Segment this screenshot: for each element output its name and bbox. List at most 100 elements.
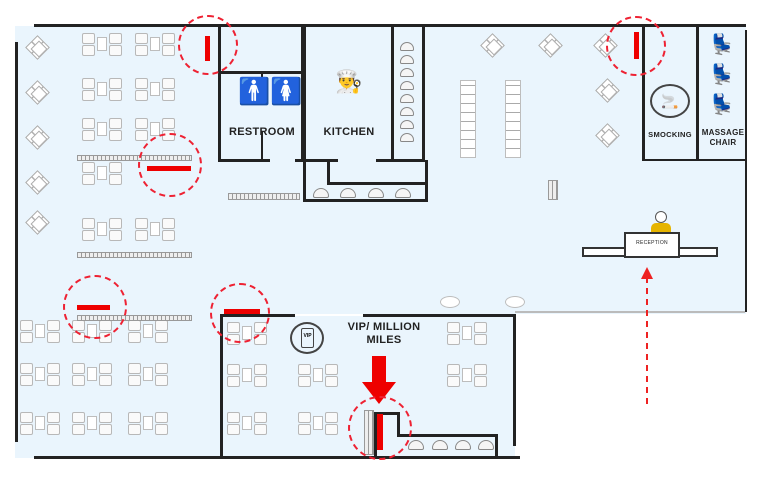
chair [47, 320, 60, 331]
kitchen-wall-bottom-left [303, 159, 338, 162]
chair [47, 412, 60, 423]
lower-left-floor [15, 312, 220, 458]
table [35, 324, 45, 338]
vip-buffet-inner-h [397, 434, 498, 437]
vip-wall-right [513, 314, 516, 446]
chair [135, 230, 148, 241]
chair [128, 332, 141, 343]
marker-bar [77, 305, 110, 310]
wall-top [34, 24, 746, 27]
wall-left [15, 42, 18, 442]
chair [82, 162, 95, 173]
chair [109, 130, 122, 141]
table [87, 416, 97, 430]
table [242, 416, 252, 430]
table [150, 222, 160, 236]
chair [20, 332, 33, 343]
chair [325, 364, 338, 375]
table [97, 222, 107, 236]
chair [162, 78, 175, 89]
highlight-circle [606, 16, 666, 76]
massage-label: MASSAGE CHAIR [701, 128, 745, 147]
bench [548, 180, 558, 200]
chair [135, 90, 148, 101]
restroom-wall-bottom-left [218, 159, 270, 162]
chair [325, 376, 338, 387]
chair [155, 424, 168, 435]
table [35, 416, 45, 430]
chair [109, 45, 122, 56]
table [313, 368, 323, 382]
bar-table [460, 80, 476, 158]
chef-hat-icon: 👨‍🍳 [335, 69, 363, 94]
table [97, 166, 107, 180]
food-warmer [455, 440, 471, 450]
smoking-label: SMOCKING [648, 130, 692, 139]
table [97, 82, 107, 96]
chair [99, 363, 112, 374]
chair [72, 363, 85, 374]
chair [227, 376, 240, 387]
chair [474, 322, 487, 333]
vip-buffet-notch [400, 409, 500, 435]
chair [109, 118, 122, 129]
chair [47, 363, 60, 374]
chair [325, 424, 338, 435]
chair [474, 334, 487, 345]
kitchen-divider [391, 26, 394, 161]
restroom-label: RESTROOM [229, 126, 295, 138]
massage-chair-icon: 💺💺💺 [709, 34, 735, 116]
chair [474, 364, 487, 375]
chair [254, 424, 267, 435]
buffet-counter-inner [327, 160, 330, 184]
food-warmer [408, 440, 424, 450]
vip-icon-card: VIP [301, 328, 314, 348]
chair [227, 424, 240, 435]
chair [47, 332, 60, 343]
chair [298, 412, 311, 423]
chair [82, 45, 95, 56]
chair [99, 412, 112, 423]
smoking-massage-divider [696, 26, 699, 161]
chair [254, 412, 267, 423]
table [87, 367, 97, 381]
receptionist-icon [648, 211, 674, 233]
chair [162, 33, 175, 44]
restroom-divider-bottom [261, 131, 263, 160]
chair [72, 375, 85, 386]
chair [20, 375, 33, 386]
stool [400, 120, 414, 129]
table [97, 37, 107, 51]
vip-wall-left [220, 314, 223, 458]
highlight-circle [178, 15, 238, 75]
wall-bottom [34, 456, 520, 459]
vip-room-label: VIP/ MILLION MILES [347, 321, 421, 346]
food-warmer [368, 188, 384, 198]
chair [109, 230, 122, 241]
chair [474, 376, 487, 387]
chair [155, 375, 168, 386]
chair [135, 218, 148, 229]
chair [109, 33, 122, 44]
chair [109, 174, 122, 185]
vip-icon: VIP [290, 322, 324, 354]
chair [109, 90, 122, 101]
chair [47, 375, 60, 386]
chair [82, 78, 95, 89]
chair [298, 376, 311, 387]
chair [128, 412, 141, 423]
table [143, 367, 153, 381]
highlight-circle [348, 396, 412, 460]
table [462, 368, 472, 382]
vip-wall-top-right [363, 314, 516, 317]
entrance-arrow-icon [641, 267, 653, 405]
table [242, 368, 252, 382]
stool [400, 133, 414, 142]
table [143, 324, 153, 338]
chair [162, 218, 175, 229]
stool [400, 94, 414, 103]
food-warmer [395, 188, 411, 198]
stool [400, 68, 414, 77]
stool [400, 81, 414, 90]
marker-bar [205, 36, 210, 61]
